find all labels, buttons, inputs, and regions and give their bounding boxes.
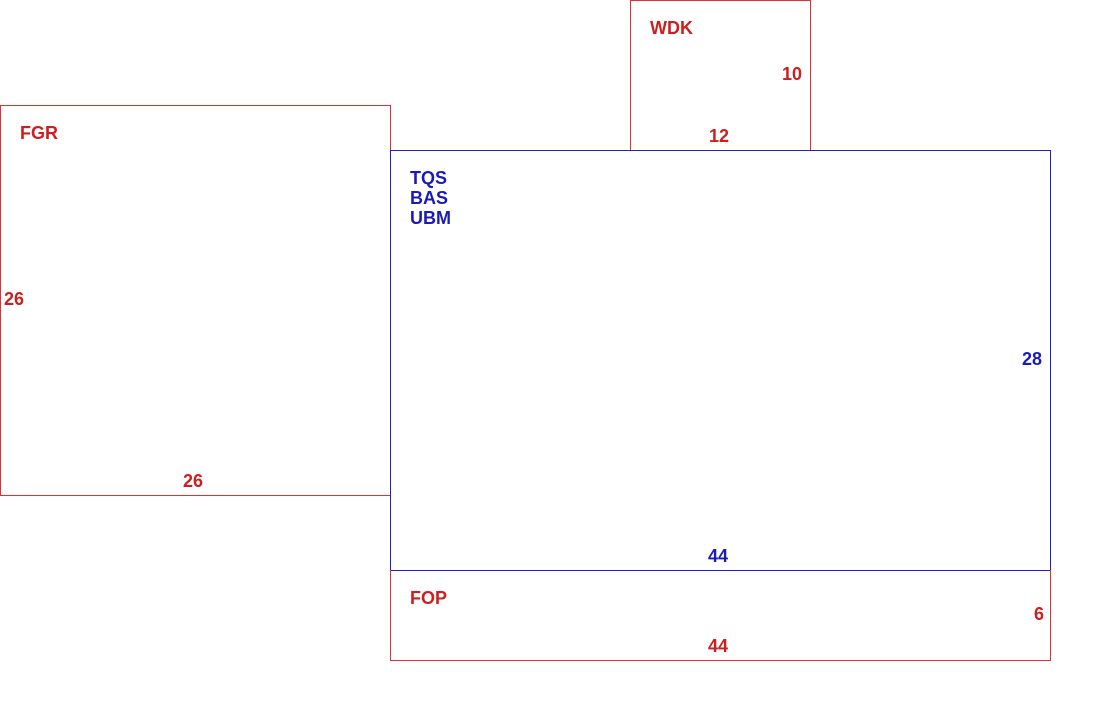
fgr-area <box>0 105 391 496</box>
main-label-2: BAS <box>410 188 449 208</box>
wdk-label: WDK <box>650 18 693 38</box>
fgr-label: FGR <box>20 123 58 143</box>
fgr-depth-dimension: 26 <box>4 289 25 309</box>
fop-depth-dimension: 6 <box>1034 604 1045 624</box>
fgr-width-dimension: 26 <box>183 471 204 491</box>
main-width-dimension: 44 <box>708 546 729 566</box>
fop-area <box>390 570 1051 661</box>
fop-label: FOP <box>410 588 448 608</box>
main-label-1: TQS <box>410 168 448 188</box>
main-depth-dimension: 28 <box>1022 349 1043 369</box>
main-area <box>390 150 1051 571</box>
wdk-depth-dimension: 10 <box>782 64 803 84</box>
main-label-3: UBM <box>410 208 451 228</box>
wdk-width-dimension: 12 <box>709 126 730 146</box>
fop-width-dimension: 44 <box>708 636 729 656</box>
